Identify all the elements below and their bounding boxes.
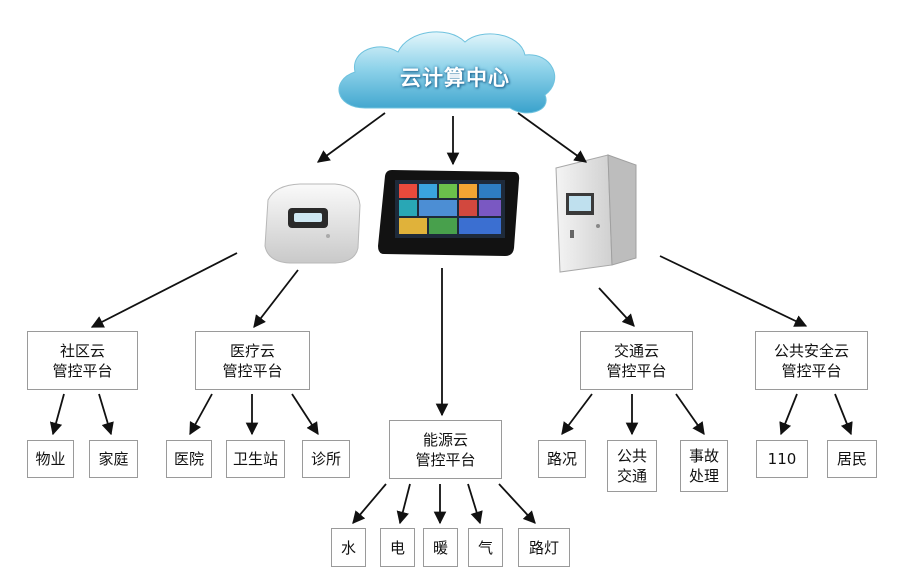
leaf-accident-line2: 处理 <box>688 467 719 485</box>
community-cloud-platform: 社区云 管控平台 <box>27 331 138 390</box>
leaf-water-label: 水 <box>340 538 356 557</box>
safety-platform-line1: 公共安全云 <box>773 341 849 360</box>
leaf-water: 水 <box>331 528 366 567</box>
leaf-health-station-label: 卫生站 <box>232 450 278 468</box>
energy-cloud-platform: 能源云 管控平台 <box>389 420 502 479</box>
leaf-hospital-label: 医院 <box>173 450 204 468</box>
medical-cloud-platform: 医疗云 管控平台 <box>195 331 310 390</box>
control-cabinet-icon <box>555 154 637 273</box>
leaf-accident-handling: 事故 处理 <box>680 440 728 492</box>
community-platform-line2: 管控平台 <box>52 361 113 380</box>
leaf-gas: 气 <box>468 528 503 567</box>
leaf-heating-label: 暖 <box>432 538 448 557</box>
connector-arrows <box>49 112 853 525</box>
leaf-gas-label: 气 <box>477 538 493 557</box>
community-platform-line1: 社区云 <box>59 341 105 360</box>
leaf-health-station: 卫生站 <box>226 440 285 478</box>
leaf-electricity: 电 <box>380 528 415 567</box>
leaf-police-110: 110 <box>756 440 808 478</box>
leaf-property-label: 物业 <box>35 450 66 468</box>
tablet-device-icon <box>378 170 520 256</box>
energy-platform-line1: 能源云 <box>422 430 468 449</box>
energy-platform-line2: 管控平台 <box>415 450 476 469</box>
leaf-public-transport: 公共 交通 <box>607 440 657 492</box>
leaf-electricity-label: 电 <box>389 538 405 557</box>
cloud-icon <box>338 31 556 114</box>
safety-platform-line2: 管控平台 <box>781 361 842 380</box>
medical-platform-line1: 医疗云 <box>229 341 275 360</box>
public-safety-cloud-platform: 公共安全云 管控平台 <box>755 331 868 390</box>
leaf-street-light: 路灯 <box>518 528 570 567</box>
leaf-residents: 居民 <box>827 440 877 478</box>
leaf-road-condition-label: 路况 <box>546 450 577 468</box>
leaf-home-label: 家庭 <box>98 450 129 468</box>
leaf-clinic: 诊所 <box>302 440 350 478</box>
leaf-heating: 暖 <box>423 528 458 567</box>
leaf-public-transport-line1: 公共 <box>616 447 647 465</box>
leaf-property: 物业 <box>27 440 74 478</box>
traffic-platform-line1: 交通云 <box>613 341 659 360</box>
leaf-home: 家庭 <box>89 440 138 478</box>
leaf-accident-line1: 事故 <box>688 447 719 465</box>
leaf-road-condition: 路况 <box>538 440 586 478</box>
leaf-hospital: 医院 <box>166 440 212 478</box>
gateway-device-icon <box>264 183 361 264</box>
leaf-police-label: 110 <box>767 450 797 468</box>
cloud-computing-center-label: 云计算中心 <box>400 66 510 90</box>
traffic-platform-line2: 管控平台 <box>606 361 667 380</box>
leaf-residents-label: 居民 <box>836 450 867 468</box>
leaf-public-transport-line2: 交通 <box>616 467 647 485</box>
leaf-clinic-label: 诊所 <box>310 450 341 468</box>
traffic-cloud-platform: 交通云 管控平台 <box>580 331 693 390</box>
leaf-street-light-label: 路灯 <box>528 538 559 557</box>
medical-platform-line2: 管控平台 <box>222 361 283 380</box>
